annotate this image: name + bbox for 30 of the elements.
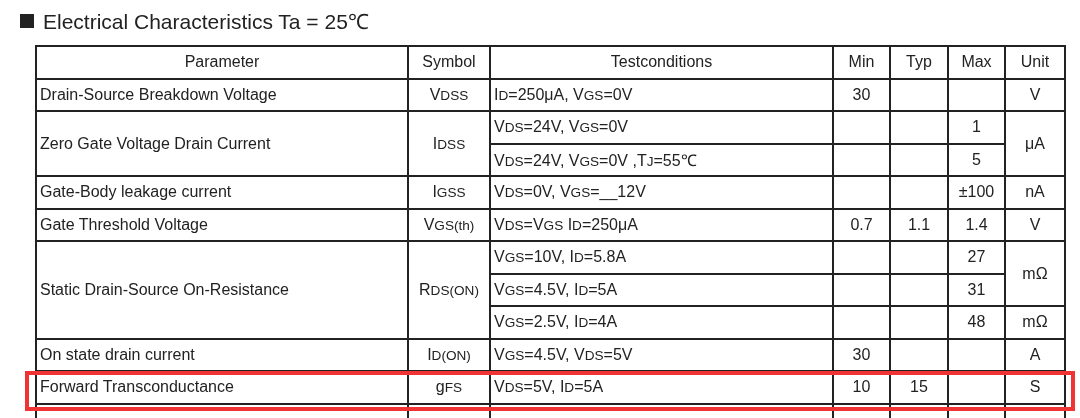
value: 1.4 <box>948 208 1005 241</box>
unit: mΩ <box>1005 306 1065 339</box>
unit: A <box>1005 338 1065 371</box>
parameter-name: Gate-Body leakage current <box>36 176 408 209</box>
value: 27 <box>948 241 1005 274</box>
parameter-name: Static Drain-Source On-Resistance <box>36 241 408 339</box>
column-header: Symbol <box>408 46 490 79</box>
value: 1.1 <box>890 208 948 241</box>
unit: μA <box>1005 111 1065 176</box>
column-header: Testconditions <box>490 46 833 79</box>
parameter-name: Zero Gate Voltage Drain Current <box>36 111 408 176</box>
value: 30 <box>833 78 890 111</box>
column-header: Parameter <box>36 46 408 79</box>
value: 0.7 <box>833 208 890 241</box>
column-header: Unit <box>1005 46 1065 79</box>
unit: V <box>1005 208 1065 241</box>
value: 1 <box>948 111 1005 144</box>
value: ±100 <box>948 176 1005 209</box>
column-header: Max <box>948 46 1005 79</box>
value: 30 <box>833 338 890 371</box>
title: Electrical Characteristics Ta = 25℃ <box>43 9 369 35</box>
parameter-name: Drain-Source Breakdown Voltage <box>36 78 408 111</box>
parameter-name: Gate Threshold Voltage <box>36 208 408 241</box>
unit: V <box>1005 78 1065 111</box>
column-header: Min <box>833 46 890 79</box>
unit: nA <box>1005 176 1065 209</box>
unit: mΩ <box>1005 241 1065 306</box>
column-header: Typ <box>890 46 948 79</box>
value: 48 <box>948 306 1005 339</box>
parameter-name: On state drain current <box>36 338 408 371</box>
